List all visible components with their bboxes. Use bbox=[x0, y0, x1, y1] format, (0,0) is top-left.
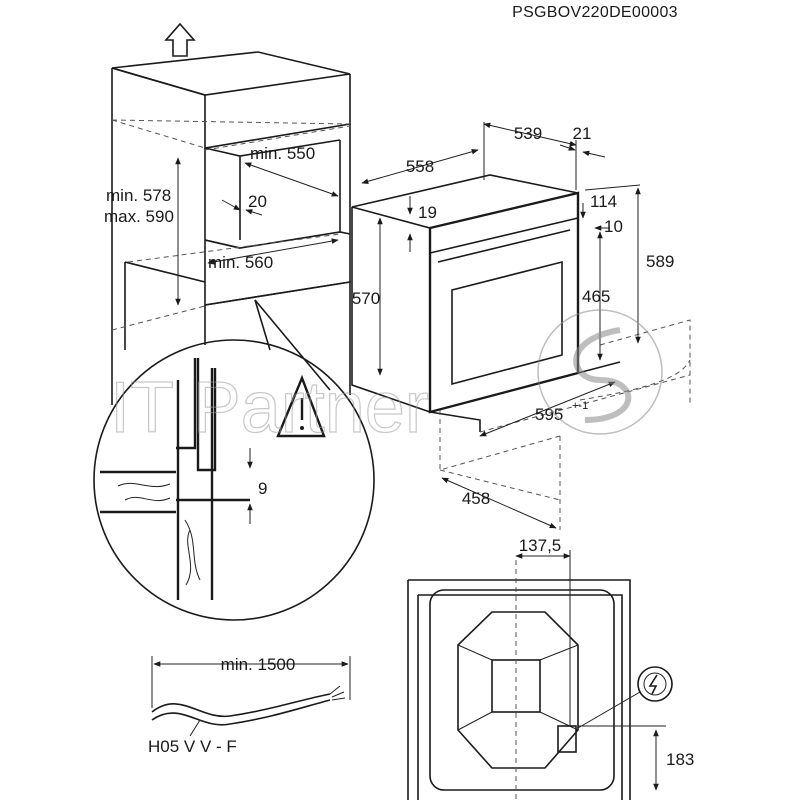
dim-21: 21 bbox=[573, 124, 592, 143]
dim-137-5: 137,5 bbox=[519, 536, 562, 555]
dim-465: 465 bbox=[582, 287, 610, 306]
dim-539: 539 bbox=[514, 124, 542, 143]
dim-589: 589 bbox=[646, 252, 674, 271]
dim-183: 183 bbox=[666, 750, 694, 769]
oven-body bbox=[351, 174, 691, 530]
power-cable bbox=[151, 656, 351, 737]
dim-595-tolerance: +-1 bbox=[572, 400, 588, 412]
dim-min-1500: min. 1500 bbox=[221, 655, 296, 674]
dim-max-590: max. 590 bbox=[104, 207, 174, 226]
dim-10: 10 bbox=[604, 217, 623, 236]
it-partner-logo bbox=[537, 309, 663, 435]
electrical-connection-icon bbox=[637, 666, 673, 702]
dim-558: 558 bbox=[406, 157, 434, 176]
dim-min-560: min. 560 bbox=[208, 253, 273, 272]
dim-114: 114 bbox=[590, 192, 617, 211]
dim-9: 9 bbox=[258, 479, 267, 498]
watermark-text: IT Partner bbox=[110, 368, 429, 448]
dim-458: 458 bbox=[462, 489, 490, 508]
oven-back-view bbox=[407, 550, 666, 800]
oven-dimensions bbox=[361, 122, 641, 529]
detail-magnifier bbox=[93, 339, 375, 621]
dim-20: 20 bbox=[248, 192, 267, 211]
warning-triangle-icon bbox=[276, 374, 326, 438]
cable-type-label: H05 V V - F bbox=[148, 737, 237, 756]
cabinet-niche bbox=[111, 51, 351, 405]
cabinet-dimensions bbox=[175, 157, 339, 306]
dim-595: 595 bbox=[535, 405, 563, 424]
dim-570: 570 bbox=[352, 289, 380, 308]
document-code: PSGBOV220DE00003 bbox=[512, 4, 678, 21]
dim-19: 19 bbox=[418, 203, 437, 222]
arrow-up-icon bbox=[164, 22, 196, 57]
dim-min-550: min. 550 bbox=[250, 144, 315, 163]
dim-min-578: min. 578 bbox=[106, 186, 171, 205]
